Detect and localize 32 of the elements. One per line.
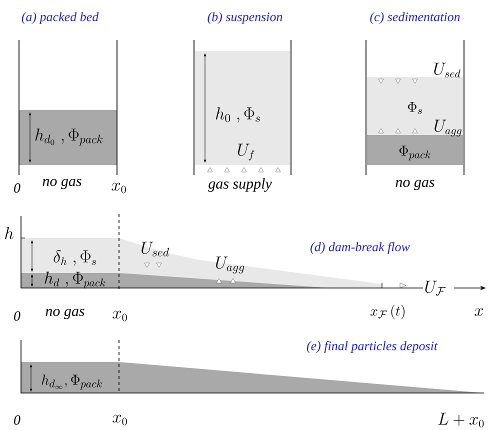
symbol-label: $x_0$ [112, 182, 126, 194]
symbol-label: $U_{sed}$ [434, 62, 460, 78]
symbol-label: $\Phi_{pack}$ [399, 146, 430, 160]
annotation-label: 0 [14, 183, 20, 193]
symbol-label: $h_d\;,\Phi_{pack}$ [44, 272, 106, 288]
symbol-label: $h_{d_\infty},\Phi_{pack}$ [42, 374, 102, 390]
symbol-label: $L+x_0$ [438, 412, 484, 428]
symbol-label: $x_0$ [112, 310, 127, 322]
annotation-label: 0 [14, 311, 20, 321]
symbol-label: $x$ [474, 308, 484, 316]
panel-title: (b) suspension [208, 12, 282, 24]
panel-title: (e) final particles deposit [306, 341, 438, 353]
symbol-label: $h_0\;,\Phi_s$ [216, 107, 260, 123]
symbol-label: $U_{\mathcal{F}}$ [425, 280, 446, 296]
panel-title: (a) packed bed [22, 12, 99, 24]
annotation-label: no gas [46, 308, 84, 320]
symbol-label: $h_{d_0}\;,\Phi_{pack}$ [35, 128, 103, 146]
annotation-label: gas supply [208, 178, 272, 192]
symbol-label: $x_{\mathcal{F}}\,(t)$ [370, 304, 405, 320]
symbol-label: $x_0$ [112, 414, 127, 426]
panel-title: (d) dam-break flow [310, 242, 410, 254]
annotation-label: no gas [396, 180, 434, 190]
symbol-label: $\Phi_s$ [408, 102, 422, 114]
panel-title: (c) sedimentation [370, 12, 460, 24]
symbol-label: $U_{agg}$ [216, 256, 244, 274]
symbol-label: $U_{agg}$ [434, 120, 462, 136]
symbol-label: $U_f$ [238, 144, 254, 160]
symbol-label: $h$ [5, 227, 14, 240]
annotation-label: no gas [42, 178, 82, 190]
symbol-label: $U_{sed}$ [142, 242, 169, 256]
symbol-label: $\delta_h\;,\Phi_s$ [54, 250, 96, 266]
annotation-label: 0 [14, 415, 20, 425]
